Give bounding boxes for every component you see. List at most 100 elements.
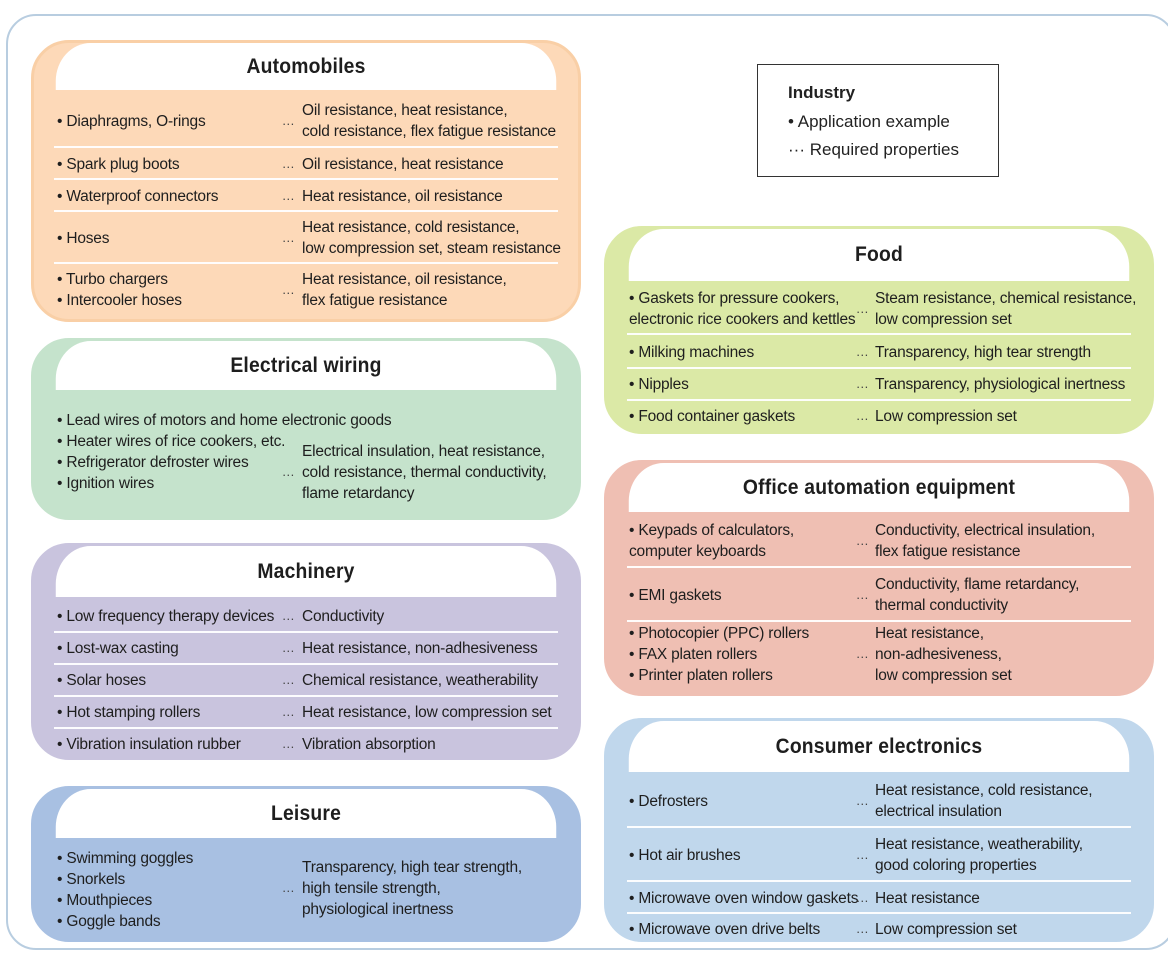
ellipsis-connector: ···	[282, 883, 295, 898]
list-item: • Gaskets for pressure cookers, electron…	[607, 284, 1151, 334]
property-line: electrical insulation	[875, 803, 1002, 820]
list-item: • Lost-wax casting···Heat resistance, no…	[34, 632, 578, 664]
panel-title-office-automation: Office automation equipment	[628, 463, 1130, 512]
required-properties: Heat resistance, oil resistance	[302, 186, 503, 207]
list-item: • Lead wires of motors and home electron…	[34, 397, 578, 507]
application-example: • Spark plug boots	[57, 154, 180, 175]
row-divider	[54, 695, 558, 697]
ellipsis-connector: ···	[856, 796, 869, 811]
ellipsis-connector: ···	[282, 675, 295, 690]
ellipsis-connector: ···	[856, 850, 869, 865]
property-line: non-adhesiveness,	[875, 646, 1002, 663]
application-line: • Printer platen rollers	[629, 667, 773, 684]
legend-application-label: • Application example	[788, 112, 950, 131]
property-line: flex fatigue resistance	[875, 543, 1021, 560]
application-example: • Waterproof connectors	[57, 186, 219, 207]
list-item: • Defrosters ··· Heat resistance, cold res…	[607, 775, 1151, 827]
application-example: • Food container gaskets	[629, 406, 795, 427]
row-divider	[54, 727, 558, 729]
application-example: • Defrosters	[629, 791, 708, 812]
property-line: Low compression set	[875, 408, 1017, 425]
required-properties: Transparency, high tear strength, high te…	[302, 857, 522, 920]
list-item: • Microwave oven drive belts···Low compr…	[607, 914, 1151, 939]
property-line: Vibration absorption	[302, 736, 436, 753]
required-properties: Oil resistance, heat resistance	[302, 154, 504, 175]
application-line: • Mouthpieces	[57, 892, 153, 909]
required-properties: Transparency, high tear strength	[875, 342, 1091, 363]
row-divider	[627, 880, 1131, 882]
panel-title-consumer-electronics: Consumer electronics	[628, 721, 1130, 772]
property-line: flame retardancy	[302, 485, 415, 502]
property-line: good coloring properties	[875, 857, 1037, 874]
legend-title: Industry	[788, 83, 856, 102]
property-line: high tensile strength,	[302, 880, 441, 897]
property-line: cold resistance, flex fatigue resistance	[302, 123, 556, 140]
property-line: Heat resistance, non-adhesiveness	[302, 640, 538, 657]
legend: Industry • Application example ··· Requi…	[757, 64, 999, 177]
ellipsis-connector: ···	[856, 379, 869, 394]
ellipsis-connector: ···	[856, 536, 869, 551]
property-line: Heat resistance	[875, 890, 980, 907]
application-line: • Intercooler hoses	[57, 292, 182, 309]
panel-automobiles: Automobiles• Diaphragms, O-rings···Oil r…	[31, 40, 581, 322]
ellipsis-connector: ···	[282, 285, 295, 300]
required-properties: Heat resistance, oil resistance,flex fat…	[302, 269, 507, 311]
property-line: Transparency, high tear strength,	[302, 859, 522, 876]
application-line: • Microwave oven window gaskets	[629, 890, 859, 907]
property-line: Transparency, high tear strength	[875, 344, 1091, 361]
application-line: • Vibration insulation rubber	[57, 736, 241, 753]
list-item: • Solar hoses ··· Chemical resistance, wea…	[34, 664, 578, 696]
property-line: Transparency, physiological inertness	[875, 376, 1126, 393]
property-line: Heat resistance, cold resistance,	[302, 219, 520, 236]
application-line: • Photocopier (PPC) rollers	[629, 625, 810, 642]
row-divider	[627, 399, 1131, 401]
ellipsis-connector: ···	[282, 233, 295, 248]
application-line: • Hot air brushes	[629, 847, 741, 864]
property-line: low compression set	[875, 311, 1012, 328]
required-properties: Heat resistance	[875, 888, 980, 909]
application-example: • Hot air brushes	[629, 845, 741, 866]
row-divider	[54, 178, 558, 180]
list-item: • Nipples···Transparency, physiological …	[607, 368, 1151, 400]
application-example: • Hot stamping rollers	[57, 702, 200, 723]
property-line: Conductivity, electrical insulation,	[875, 522, 1095, 539]
ellipsis-connector: ···	[856, 347, 869, 362]
row-divider	[54, 146, 558, 148]
application-line: computer keyboards	[629, 543, 766, 560]
application-line: • Low frequency therapy devices	[57, 608, 275, 625]
application-line: • Defrosters	[629, 793, 708, 810]
list-item: • Waterproof connectors···Heat resistanc…	[34, 181, 578, 211]
application-line: • Solar hoses	[57, 672, 146, 689]
row-divider	[627, 912, 1131, 914]
property-line: Heat resistance, oil resistance,	[302, 271, 507, 288]
list-item: • Food container gaskets···Low compressi…	[607, 400, 1151, 431]
required-properties: Steam resistance, chemical resistance, lo…	[875, 288, 1136, 330]
property-line: Chemical resistance, weatherability	[302, 672, 538, 689]
property-line: Conductivity	[302, 608, 385, 625]
panel-title-food: Food	[628, 229, 1130, 281]
panel-office-automation: Office automation equipment• Keypads of …	[604, 460, 1154, 696]
application-line: • Hoses	[57, 230, 110, 247]
property-line: Low compression set	[875, 921, 1017, 938]
application-example: • Lost-wax casting	[57, 638, 179, 659]
property-line: Steam resistance, chemical resistance,	[875, 290, 1137, 307]
application-example: • Gaskets for pressure cookers, electron…	[629, 288, 856, 330]
required-properties: Heat resistance, cold resistance, electri…	[875, 780, 1093, 822]
property-line: Heat resistance, cold resistance,	[875, 782, 1093, 799]
required-properties: Low compression set	[875, 919, 1017, 939]
property-line: Electrical insulation, heat resistance,	[302, 443, 545, 460]
row-divider	[54, 631, 558, 633]
application-line: • Swimming goggles	[57, 850, 194, 867]
row-divider	[54, 210, 558, 212]
application-line: • Goggle bands	[57, 913, 161, 930]
ellipsis-connector: ···	[856, 649, 869, 664]
required-properties: Conductivity, electrical insulation, flex…	[875, 520, 1095, 562]
property-line: Oil resistance, heat resistance	[302, 156, 504, 173]
required-properties: Heat resistance, non-adhesiveness	[302, 638, 538, 659]
row-divider	[627, 620, 1131, 622]
list-item: • Hot stamping rollers···Heat resistance…	[34, 696, 578, 728]
application-line: • Lead wires of motors and home electron…	[57, 412, 392, 429]
list-item: • Low frequency therapy devices···Conduc…	[34, 600, 578, 632]
application-example: • Microwave oven window gaskets	[629, 888, 858, 909]
application-line: • FAX platen rollers	[629, 646, 758, 663]
